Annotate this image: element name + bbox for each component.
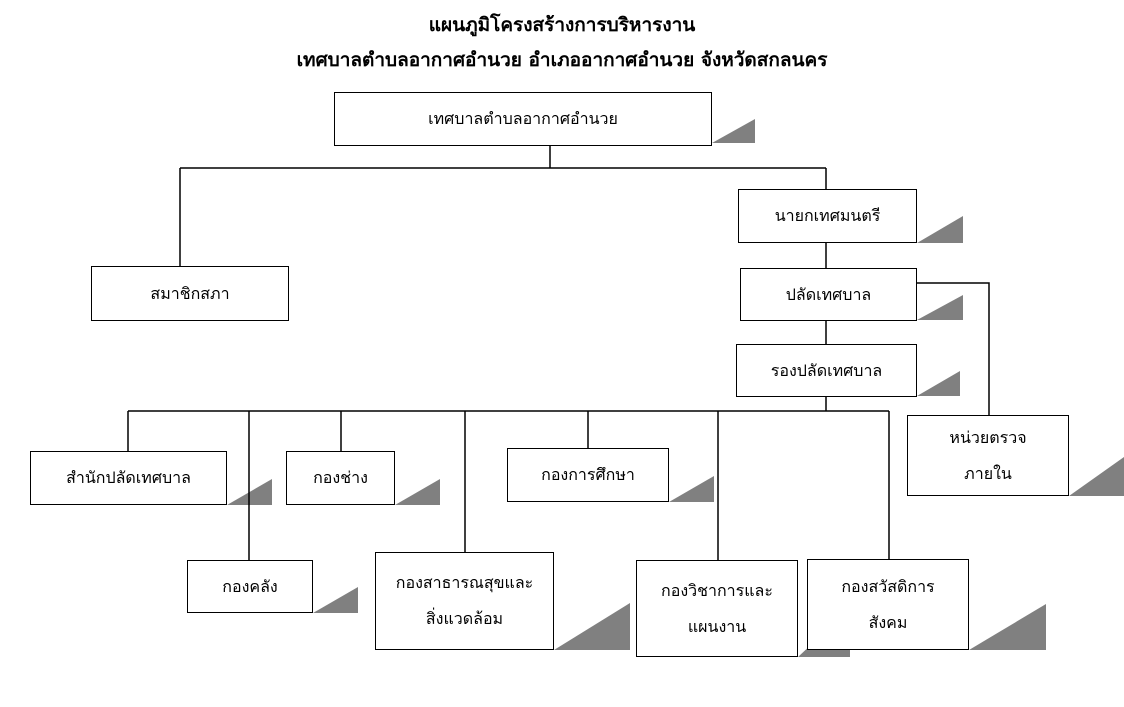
shadow-clerk — [917, 295, 963, 320]
shadow-welfare — [969, 604, 1046, 650]
node-health: กองสาธารณสุขและ สิ่งแวดล้อม — [375, 552, 554, 650]
node-engineering: กองช่าง — [286, 451, 395, 505]
node-health-label-line1: กองสาธารณสุขและ — [395, 573, 534, 592]
shadow-mayor — [917, 216, 963, 243]
shadow-finance — [313, 587, 358, 613]
shadow-education — [669, 476, 714, 502]
shadow-engineering — [395, 479, 440, 505]
node-mayor: นายกเทศมนตรี — [738, 189, 917, 243]
shadow-municipality — [712, 119, 755, 143]
chart-title: แผนภูมิโครงสร้างการบริหารงาน — [428, 14, 696, 36]
node-deputy-clerk: รองปลัดเทศบาล — [736, 344, 917, 397]
node-welfare-label-line2: สังคม — [868, 612, 908, 632]
node-planning-label-line1: กองวิชาการและ — [661, 580, 773, 600]
node-welfare: กองสวัสดิการ สังคม — [807, 559, 969, 650]
node-finance-label: กองคลัง — [222, 576, 278, 596]
node-council: สมาชิกสภา — [91, 266, 289, 321]
node-municipality: เทศบาลตำบลอากาศอำนวย — [334, 92, 712, 146]
node-education: กองการศึกษา — [507, 448, 669, 502]
node-health-label-line2: สิ่งแวดล้อม — [425, 609, 504, 628]
node-education-label: กองการศึกษา — [541, 465, 635, 484]
node-engineering-label: กองช่าง — [313, 468, 368, 487]
node-office-clerk: สำนักปลัดเทศบาล — [30, 451, 227, 505]
chart-subtitle: เทศบาลตำบลอากาศอำนวย อำเภออากาศอำนวย จัง… — [296, 49, 828, 71]
node-deputy-clerk-label: รองปลัดเทศบาล — [770, 360, 883, 380]
node-welfare-label-line1: กองสวัสดิการ — [841, 576, 935, 596]
node-planning: กองวิชาการและ แผนงาน — [636, 560, 798, 657]
node-clerk: ปลัดเทศบาล — [740, 268, 917, 321]
shadow-health — [554, 603, 630, 650]
node-mayor-label: นายกเทศมนตรี — [774, 206, 881, 225]
node-finance: กองคลัง — [187, 560, 313, 613]
node-office-clerk-label: สำนักปลัดเทศบาล — [66, 468, 191, 487]
node-audit: หน่วยตรวจ ภายใน — [907, 415, 1069, 496]
node-clerk-label: ปลัดเทศบาล — [785, 284, 872, 304]
shadow-audit — [1069, 457, 1124, 496]
shadow-deputy-clerk — [917, 371, 960, 396]
node-audit-label-line2: ภายใน — [964, 463, 1012, 483]
node-municipality-label: เทศบาลตำบลอากาศอำนวย — [428, 109, 618, 128]
tree-lines — [127, 146, 990, 560]
node-planning-label-line2: แผนงาน — [687, 616, 747, 636]
node-council-label: สมาชิกสภา — [150, 283, 230, 303]
node-audit-label-line1: หน่วยตรวจ — [949, 427, 1027, 447]
